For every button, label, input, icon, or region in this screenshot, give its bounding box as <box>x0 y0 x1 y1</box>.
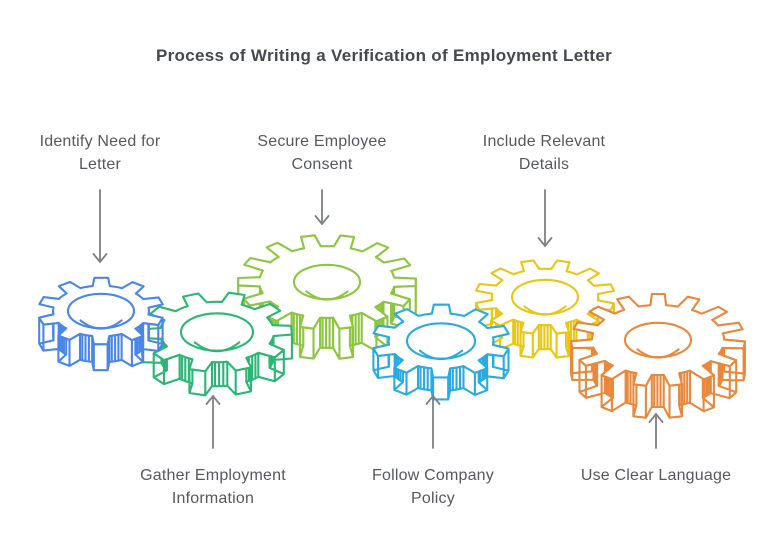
gear-use-clear-language <box>569 292 746 419</box>
arrow-head <box>648 412 664 423</box>
gear-hole-depth-arc <box>79 319 123 330</box>
arrow-up-gather-employment-information <box>205 394 221 449</box>
gear-center-hole <box>510 278 580 316</box>
gear-center-hole <box>405 322 477 360</box>
gear-center-hole <box>179 312 255 352</box>
gear-hole-depth-arc <box>523 305 567 316</box>
step-label-gather-employment-information: Gather Employment Information <box>140 467 286 507</box>
gear-identify-need-for-letter <box>38 276 164 372</box>
step-label-use-clear-language: Use Clear Language <box>580 467 732 484</box>
gear-center-hole <box>292 263 362 301</box>
gear-hole-depth-arc <box>636 348 680 359</box>
arrow-head <box>537 237 553 248</box>
gear-hole-depth-arc <box>418 349 464 361</box>
gear-side-faces <box>372 338 510 401</box>
gear-side-faces <box>38 308 164 372</box>
arrow-head <box>92 253 108 264</box>
arrow-head <box>314 215 330 226</box>
step-label-follow-company-policy: Follow Company Policy <box>372 467 494 507</box>
diagram-title: Process of Writing a Verification of Emp… <box>155 46 613 65</box>
step-label-include-relevant-details: Include Relevant Details <box>482 133 606 173</box>
step-label-identify-need-for-letter: Identify Need for Letter <box>39 133 161 173</box>
arrow-head <box>205 394 221 405</box>
arrow-head <box>425 394 441 405</box>
gear-center-hole <box>623 321 693 359</box>
gear-hole-depth-arc <box>193 341 241 353</box>
arrow-down-secure-employee-consent <box>314 189 330 226</box>
gear-side-faces <box>569 337 746 419</box>
arrow-down-include-relevant-details <box>537 189 553 248</box>
gear-center-hole <box>66 292 136 330</box>
arrow-up-follow-company-policy <box>425 394 441 449</box>
gear-hole-depth-arc <box>305 290 349 301</box>
step-label-secure-employee-consent: Secure Employee Consent <box>257 133 387 173</box>
arrow-up-use-clear-language <box>648 412 664 449</box>
gear-gather-employment-information <box>141 291 293 397</box>
arrow-down-identify-need-for-letter <box>92 189 108 264</box>
gear-follow-company-policy <box>372 303 510 401</box>
